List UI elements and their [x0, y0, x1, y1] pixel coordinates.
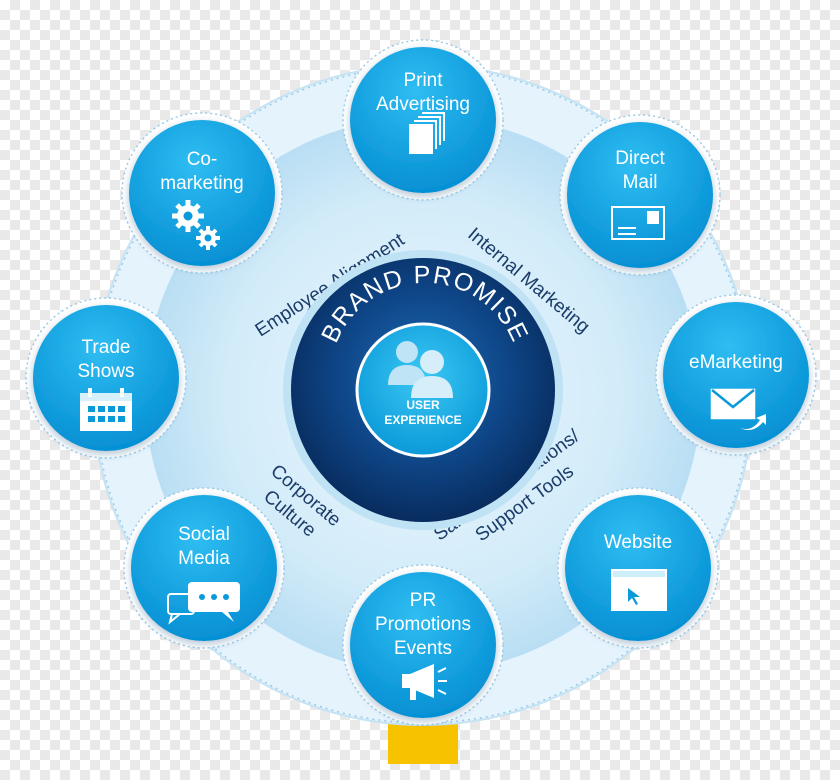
node-website: Website [557, 487, 719, 649]
node-label-line: Trade [82, 337, 131, 358]
node-label-line: Mail [623, 172, 658, 193]
megaphone-icon [402, 664, 447, 700]
calendar-icon [80, 388, 132, 431]
node-print-advertising: Print Advertising [342, 39, 504, 201]
node-trade-shows: Trade Shows [25, 297, 187, 459]
node-social-media: Social Media [123, 487, 285, 649]
node-label-line: Website [604, 532, 672, 553]
node-pr-promotions-events: PR Promotions Events [342, 564, 504, 726]
node-label-line: Promotions [375, 614, 471, 635]
email-reply-icon [710, 388, 766, 430]
node-label-line: eMarketing [689, 352, 783, 373]
chat-bubbles-icon [167, 582, 240, 625]
node-label-line: Events [394, 638, 452, 659]
node-label-line: marketing [160, 173, 243, 194]
node-label-line: PR [410, 590, 436, 611]
node-emarketing: eMarketing [655, 294, 817, 456]
pages-icon [409, 112, 445, 154]
node-label-line: Media [178, 548, 230, 569]
node-label-line: Social [178, 524, 230, 545]
browser-window-icon [611, 569, 667, 611]
envelope-stamp-icon [611, 206, 665, 240]
node-label-line: Advertising [376, 94, 470, 115]
user-experience-line1: USER [406, 398, 440, 412]
node-label-line: Direct [615, 148, 665, 169]
node-label-line: Print [403, 70, 443, 91]
node-label-line: Co- [187, 149, 218, 170]
node-label-line: Shows [77, 361, 134, 382]
node-co-marketing: Co- marketing [121, 112, 283, 274]
users-icon [388, 341, 453, 398]
gears-icon [172, 200, 220, 250]
node-direct-mail: Direct Mail [559, 114, 721, 276]
user-experience-line2: EXPERIENCE [384, 413, 461, 427]
